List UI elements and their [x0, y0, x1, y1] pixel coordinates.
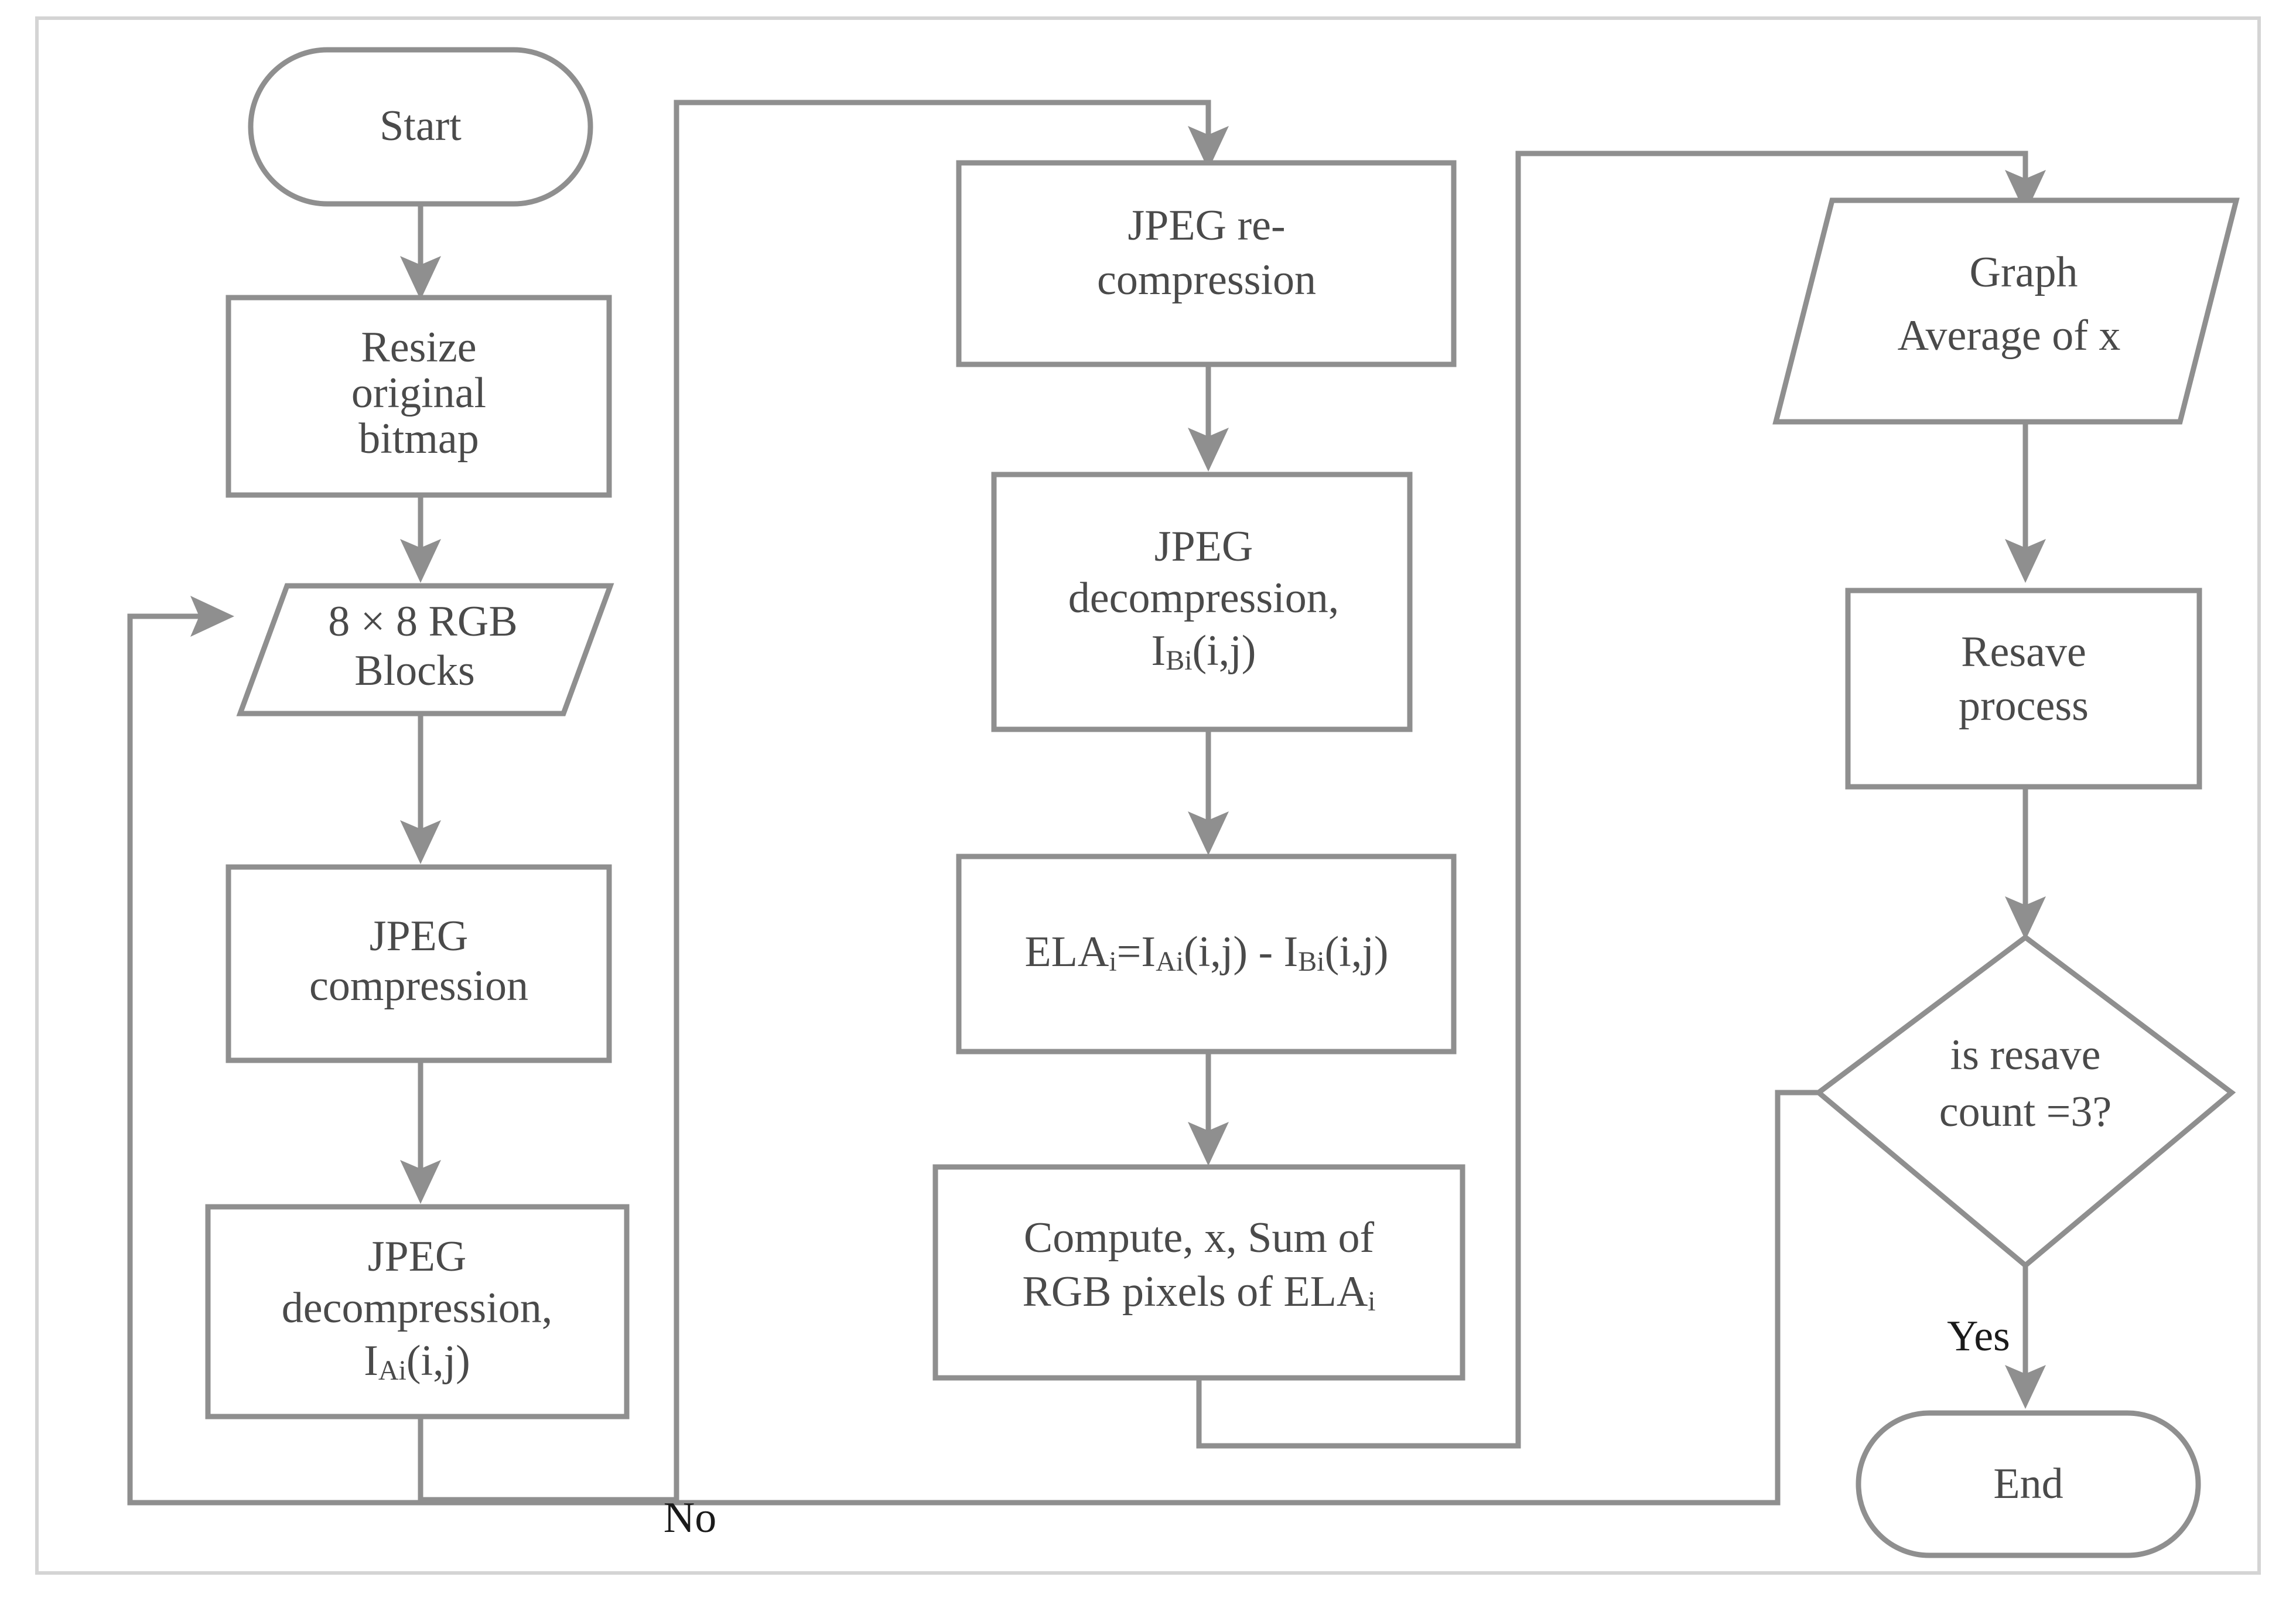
node-decompressa-label-line3: IAi(i,j) — [364, 1337, 470, 1386]
arrowhead-ela-to-computex — [1188, 1122, 1229, 1166]
node-resave-label-line1: Resave — [1961, 628, 2086, 676]
node-resize-original-bitmap[interactable]: Resize original bitmap — [226, 295, 612, 498]
node-compress-label-line1: JPEG — [370, 912, 469, 960]
node-ela-formula[interactable]: ELAi=IAi(i,j) - IBi(i,j) — [956, 854, 1457, 1054]
node-jpeg-decompression-a[interactable]: JPEG decompression, IAi(i,j) — [205, 1204, 630, 1419]
node-resave-process[interactable]: Resave process — [1845, 588, 2202, 790]
node-decompressb-label-line3: IBi(i,j) — [1152, 627, 1256, 676]
node-resize-label-line2: original — [351, 369, 486, 417]
node-jpeg-recompression[interactable]: JPEG re- compression — [956, 160, 1457, 367]
node-decision-label-line2: count =3? — [1939, 1088, 2112, 1136]
arrowhead-computex-to-graph — [2005, 170, 2046, 214]
edge-computex-to-graph — [1196, 151, 2028, 1449]
node-compress-label-line2: compression — [309, 962, 528, 1010]
node-resize-label-line3: bitmap — [358, 415, 479, 463]
arrowhead-compress-to-decompressa — [400, 1160, 441, 1204]
edge-decompressa-to-recompress — [418, 100, 1211, 1503]
edge-decision-to-blocks-no — [127, 613, 1819, 1506]
edge-label-yes: Yes — [1947, 1312, 2010, 1360]
node-ela-formula-text: ELAi=IAi(i,j) - IBi(i,j) — [1024, 928, 1388, 977]
arrowhead-graph-to-resave — [2005, 539, 2046, 583]
node-compute-x[interactable]: Compute, x, Sum of RGB pixels of ELAi — [932, 1164, 1465, 1381]
node-resave-label-line2: process — [1959, 682, 2089, 730]
node-recompress-label-line1: JPEG re- — [1128, 202, 1285, 250]
node-computex-label-line2: RGB pixels of ELAi — [1022, 1268, 1375, 1317]
node-graph-average[interactable]: Graph Average of x — [1772, 197, 2240, 425]
node-recompress-label-line2: compression — [1097, 256, 1316, 304]
node-end[interactable]: End — [1856, 1410, 2201, 1558]
arrowhead-blocks-to-compress — [400, 820, 441, 864]
node-decision-label-line1: is resave — [1950, 1031, 2101, 1079]
arrowhead-decision-to-end — [2005, 1365, 2046, 1409]
arrowhead-resave-to-decision — [2005, 896, 2046, 940]
node-graph-label-line1: Graph — [1970, 248, 2078, 296]
shape-layer: Start Resize original bitmap 8 × 8 RGB B… — [205, 47, 2240, 1558]
node-decompressa-label-line1: JPEG — [368, 1233, 467, 1281]
edge-label-layer: Yes No — [664, 1312, 2010, 1542]
node-decompressb-label-line2: decompression, — [1068, 574, 1339, 622]
node-start-label: Start — [380, 102, 462, 150]
node-decompressb-label-line1: JPEG — [1154, 523, 1253, 571]
arrowhead-decision-to-blocks — [190, 596, 234, 637]
arrowhead-resize-to-blocks — [400, 539, 441, 583]
node-resize-label-line1: Resize — [361, 323, 476, 371]
node-end-label: End — [1993, 1460, 2063, 1508]
node-decompressa-label-line2: decompression, — [282, 1284, 552, 1332]
node-computex-label-line1: Compute, x, Sum of — [1024, 1214, 1375, 1262]
arrowhead-decompressb-to-ela — [1188, 811, 1229, 855]
node-jpeg-compression[interactable]: JPEG compression — [226, 864, 612, 1063]
node-decision-resave-count[interactable]: is resave count =3? — [1814, 934, 2236, 1269]
edge-label-no: No — [664, 1494, 716, 1542]
node-jpeg-decompression-b[interactable]: JPEG decompression, IBi(i,j) — [991, 472, 1413, 732]
node-blocks-label-line2: Blocks — [354, 647, 475, 695]
arrowhead-start-to-resize — [400, 256, 441, 300]
node-rgb-blocks[interactable]: 8 × 8 RGB Blocks — [236, 583, 614, 716]
diagram-frame — [35, 16, 2261, 1575]
arrowhead-decompressa-to-recompress — [1188, 126, 1229, 170]
node-start[interactable]: Start — [248, 47, 593, 207]
node-blocks-label-line1: 8 × 8 RGB — [328, 598, 517, 646]
arrowhead-recompress-to-decompressb — [1188, 428, 1229, 472]
connector-layer — [127, 100, 2046, 1506]
node-graph-label-line2: Average of x — [1898, 312, 2121, 360]
